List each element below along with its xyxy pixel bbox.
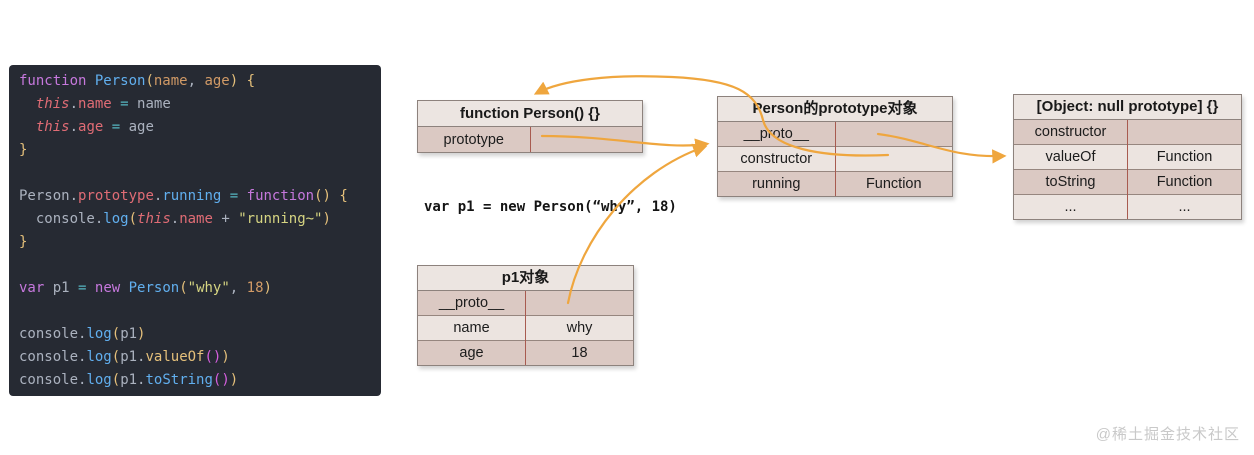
table-function-person-title: function Person() {} — [418, 101, 642, 127]
property-value-cell — [834, 146, 952, 172]
table-row: constructor — [718, 146, 952, 172]
code-line — [19, 300, 381, 323]
table-row: __proto__ — [418, 291, 633, 316]
property-value-cell: why — [525, 315, 633, 341]
property-key-cell: valueOf — [1014, 144, 1128, 170]
property-value-cell: Function — [1127, 169, 1241, 195]
property-key-cell: constructor — [718, 146, 835, 172]
code-line: this.age = age — [35, 119, 154, 135]
table-row: prototype — [418, 127, 642, 152]
code-line: console.log(p1.toString()) — [19, 372, 239, 388]
watermark: @稀土掘金技术社区 — [1095, 426, 1240, 443]
code-line: console.log(this.name + "running~") — [19, 211, 331, 227]
property-value-cell — [834, 122, 952, 147]
table-null-prototype-title: [Object: null prototype] {} — [1014, 95, 1241, 120]
property-value-cell — [529, 127, 642, 152]
table-row: ...... — [1014, 194, 1241, 219]
code-editor-panel: function Person(name, age) { this.name =… — [9, 65, 381, 396]
table-row: __proto__ — [718, 122, 952, 147]
property-key-cell: age — [418, 340, 526, 365]
property-key-cell: prototype — [418, 127, 530, 152]
code-line — [19, 254, 381, 277]
property-value-cell: 18 — [525, 340, 633, 365]
code-line: console.log(p1) — [19, 326, 146, 342]
property-key-cell: toString — [1014, 169, 1128, 195]
code-line — [19, 162, 381, 185]
table-function-person: function Person() {} prototype — [417, 100, 643, 153]
property-value-cell — [525, 291, 633, 316]
property-key-cell: constructor — [1014, 120, 1128, 145]
code-line: console.log(p1.valueOf()) — [19, 349, 230, 365]
property-value-cell: Function — [1127, 144, 1241, 170]
table-person-prototype-title: Person的prototype对象 — [718, 97, 952, 122]
code-line: function Person(name, age) { — [19, 73, 256, 89]
property-value-cell — [1127, 120, 1241, 145]
code-line: var p1 = new Person("why", 18) — [19, 280, 272, 296]
code-line: } — [19, 234, 28, 250]
property-key-cell: __proto__ — [418, 291, 526, 316]
property-key-cell: running — [718, 171, 835, 196]
table-row: constructor — [1014, 120, 1241, 145]
table-p1-object-title: p1对象 — [418, 266, 633, 291]
property-key-cell: ... — [1014, 194, 1128, 219]
annotation-code-text: var p1 = new Person(“why”, 18) — [424, 199, 677, 215]
property-key-cell: __proto__ — [718, 122, 835, 147]
property-key-cell: name — [418, 315, 526, 341]
property-value-cell: Function — [834, 171, 952, 196]
code-line: Person.prototype.running = function() { — [19, 188, 348, 204]
code-line: } — [19, 142, 28, 158]
code-line: this.name = name — [35, 96, 171, 112]
property-value-cell: ... — [1127, 194, 1241, 219]
